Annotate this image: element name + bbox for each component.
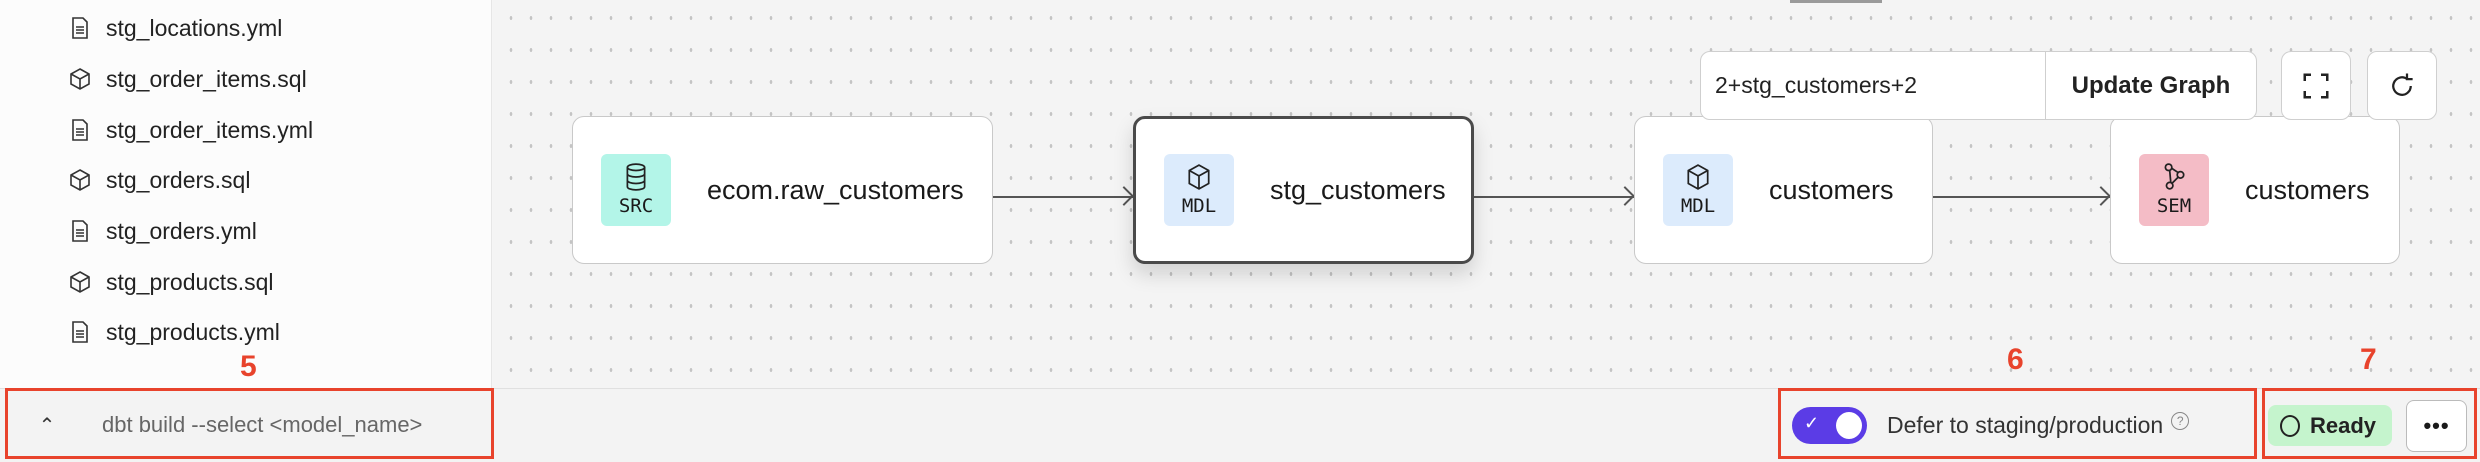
cube-icon (70, 68, 90, 90)
toggle-knob (1836, 412, 1862, 439)
fullscreen-button[interactable] (2281, 51, 2351, 120)
graph-node-selected-model[interactable]: MDL stg_customers (1133, 116, 1474, 264)
file-item[interactable]: stg_orders.sql (68, 160, 250, 200)
graph-node-semantic[interactable]: SEM customers (2110, 116, 2400, 264)
selector-input[interactable] (1701, 72, 2031, 99)
graph-node-source[interactable]: SRC ecom.raw_customers (572, 116, 993, 264)
semantic-graph-icon (2164, 163, 2185, 190)
annotation-number-7: 7 (2360, 343, 2377, 376)
file-name: stg_locations.yml (106, 14, 283, 41)
file-item[interactable]: stg_products.sql (68, 262, 273, 302)
file-text-icon (72, 119, 88, 141)
cube-icon (70, 271, 90, 293)
node-type: SRC (618, 195, 654, 217)
file-item[interactable]: stg_products.yml (68, 312, 280, 352)
file-text-icon (72, 17, 88, 39)
status-text: Ready (2310, 412, 2377, 438)
file-name: stg_products.yml (106, 318, 280, 345)
graph-selector: Update Graph (1700, 51, 2257, 120)
expand-console-button[interactable]: ⌃ (22, 405, 72, 445)
file-text-icon (72, 220, 88, 242)
node-type-badge: SEM (2139, 154, 2209, 226)
graph-edge (1474, 196, 1634, 198)
annotation-box-5 (5, 388, 494, 459)
refresh-button[interactable] (2367, 51, 2437, 120)
file-name: stg_products.sql (106, 268, 274, 295)
file-item[interactable]: stg_orders.yml (68, 211, 257, 251)
file-item[interactable]: stg_locations.yml (68, 8, 282, 48)
annotation-number-6: 6 (2007, 343, 2024, 376)
tab-indicator (1790, 0, 1882, 3)
file-name: stg_orders.sql (106, 166, 251, 193)
database-icon (626, 163, 646, 191)
file-item[interactable]: stg_order_items.sql (68, 59, 307, 99)
fullscreen-icon (2303, 73, 2329, 98)
annotation-box-7 (2262, 388, 2477, 459)
node-label: stg_customers (1270, 174, 1446, 205)
graph-edge (1933, 196, 2110, 198)
cube-icon (1188, 164, 1210, 190)
defer-label: Defer to staging/production (1887, 411, 2164, 438)
file-text-icon (72, 321, 88, 343)
node-type: SEM (2156, 195, 2192, 217)
graph-node-model[interactable]: MDL customers (1634, 116, 1933, 264)
node-type-badge: MDL (1164, 154, 1234, 226)
file-item[interactable]: stg_order_items.yml (68, 110, 313, 150)
cube-icon (70, 169, 90, 191)
node-type: MDL (1680, 195, 1716, 217)
node-label: customers (2245, 174, 2370, 205)
status-circle-icon (2280, 414, 2300, 437)
file-explorer: stg_locations.yml stg_order_items.sql st… (0, 0, 492, 388)
file-name: stg_order_items.sql (106, 65, 307, 92)
file-name: stg_order_items.yml (106, 116, 314, 143)
node-label: customers (1769, 174, 1894, 205)
node-type: MDL (1181, 195, 1217, 217)
graph-edge (993, 196, 1133, 198)
defer-label-group: Defer to staging/production? (1887, 405, 2190, 445)
defer-toggle[interactable]: ✓ (1792, 407, 1867, 444)
check-icon: ✓ (1804, 413, 1820, 433)
help-icon[interactable]: ? (2171, 412, 2190, 430)
status-badge: Ready (2268, 405, 2392, 446)
command-input[interactable]: dbt build --select <model_name> (102, 412, 423, 437)
annotation-number-5: 5 (240, 350, 257, 383)
file-name: stg_orders.yml (106, 217, 257, 244)
chevron-up-icon: ⌃ (38, 414, 56, 437)
update-graph-button[interactable]: Update Graph (2045, 52, 2256, 119)
more-options-button[interactable]: ••• (2406, 400, 2467, 452)
node-type-badge: SRC (601, 154, 671, 226)
refresh-icon (2392, 73, 2413, 96)
node-label: ecom.raw_customers (707, 174, 964, 205)
node-type-badge: MDL (1663, 154, 1733, 226)
annotation-box-6 (1778, 388, 2257, 459)
bottom-bar (0, 388, 2480, 462)
cube-icon (1687, 164, 1709, 190)
